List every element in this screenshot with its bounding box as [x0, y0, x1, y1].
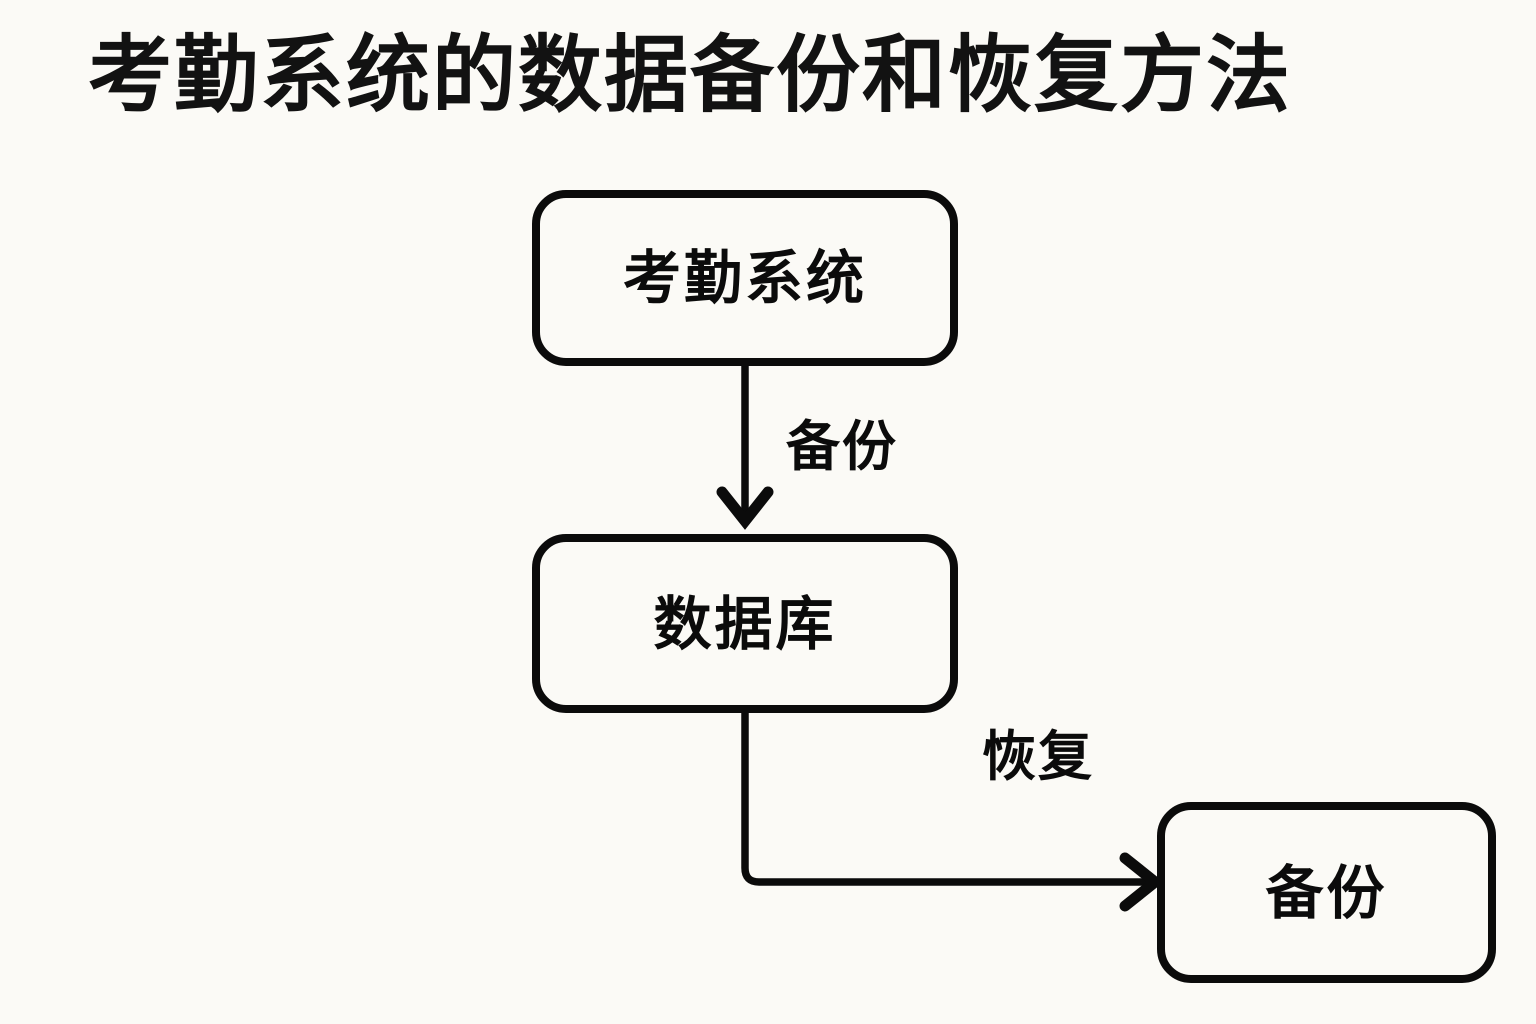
- node-label-database: 数据库: [653, 589, 837, 658]
- edge-label-backup: 备份: [786, 415, 898, 478]
- edge-database-to-backup-arrowhead: [1119, 852, 1164, 912]
- node-label-backup: 备份: [1265, 858, 1388, 927]
- edge-system-to-database-arrowhead: [716, 486, 774, 530]
- node-database: 数据库: [532, 534, 958, 713]
- node-label-attendance-system: 考勤系统: [622, 244, 867, 312]
- page-title: 考勤系统的数据备份和恢复方法: [88, 26, 1293, 124]
- node-backup: 备份: [1157, 802, 1496, 983]
- edge-label-restore: 恢复: [982, 725, 1094, 788]
- node-attendance-system: 考勤系统: [532, 190, 958, 366]
